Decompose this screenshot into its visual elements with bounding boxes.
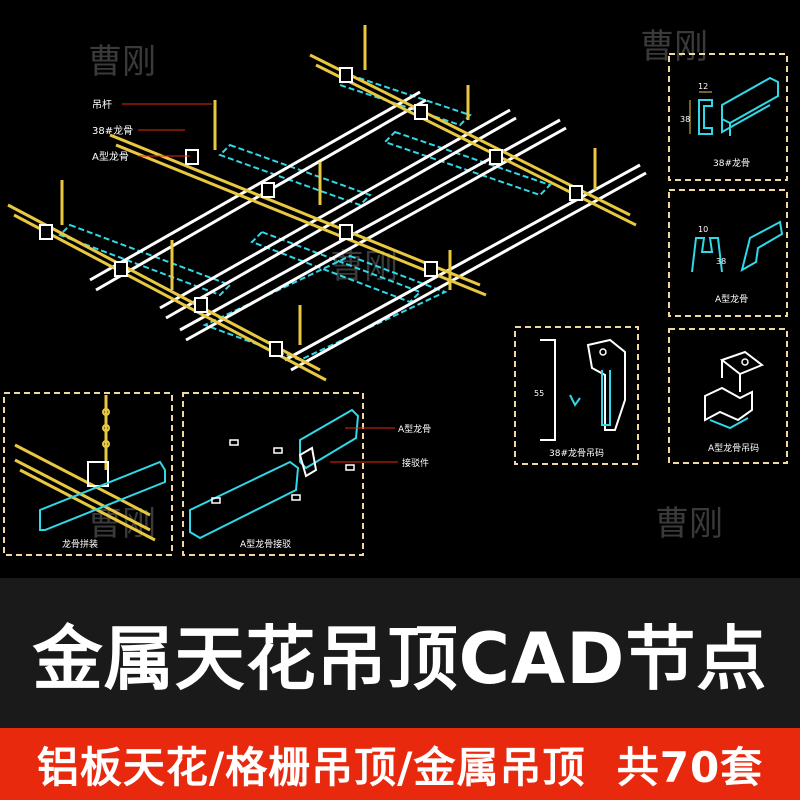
label-keel-a: A型龙骨 bbox=[398, 423, 431, 435]
detail-splice: A型龙骨 接驳件 A型龙骨接驳 bbox=[182, 392, 431, 556]
main-labels: 吊杆 38#龙骨 A型龙骨 bbox=[92, 99, 133, 163]
keel-a-iso bbox=[740, 220, 784, 273]
dim-height: 55 bbox=[534, 389, 544, 398]
main-channels bbox=[89, 90, 647, 372]
main-isometric-drawing: 吊杆 38#龙骨 A型龙骨 bbox=[7, 25, 647, 382]
detail-a-keel: 10 38 A型龙骨 bbox=[668, 189, 788, 317]
a-hanger-hole bbox=[741, 358, 749, 366]
detail-frame bbox=[182, 392, 364, 556]
splice-keel-left bbox=[189, 460, 300, 540]
detail-frame bbox=[514, 326, 639, 465]
hanger-hole bbox=[599, 348, 607, 356]
hanger-profile bbox=[540, 339, 556, 441]
dim-width: 10 bbox=[698, 225, 708, 234]
cad-drawing: 曹刚 曹刚 曹刚 曹刚 曹刚 bbox=[3, 25, 788, 556]
splice-keel-right bbox=[299, 408, 360, 470]
detail-38-hanger: 55 38#龙骨吊码 bbox=[514, 326, 639, 465]
keel-38-iso bbox=[721, 76, 779, 136]
hanger-rods bbox=[60, 25, 597, 345]
detail-assembly: 龙骨拼装 bbox=[3, 392, 173, 556]
dim-width: 12 bbox=[698, 82, 708, 91]
watermark-text: 曹刚 bbox=[88, 42, 156, 82]
banner-title: 金属天花吊顶CAD节点 bbox=[32, 617, 768, 700]
detail-caption: A型龙骨吊码 bbox=[708, 442, 759, 454]
hanger-clip-iso bbox=[586, 338, 626, 431]
watermark-text: 曹刚 bbox=[640, 27, 708, 67]
detail-caption: A型龙骨接驳 bbox=[240, 538, 291, 550]
label-connector: 接驳件 bbox=[402, 457, 429, 469]
keel-clips bbox=[39, 67, 583, 357]
detail-frame bbox=[668, 189, 788, 317]
splice-rivets bbox=[211, 439, 355, 504]
detail-38-keel: 12 38 38#龙骨 bbox=[668, 53, 788, 181]
watermark-text: 曹刚 bbox=[655, 504, 723, 544]
dimension-lines bbox=[689, 91, 712, 134]
detail-a-hanger: A型龙骨吊码 bbox=[668, 328, 788, 464]
a-type-keels bbox=[58, 73, 552, 362]
detail-frame bbox=[3, 392, 173, 556]
splice-connector bbox=[298, 446, 318, 478]
hanger-hook bbox=[569, 394, 581, 407]
hanger-clip-channel bbox=[601, 370, 611, 426]
detail-caption: A型龙骨 bbox=[715, 293, 748, 305]
detail-caption: 38#龙骨吊码 bbox=[549, 447, 604, 459]
subtitle-banner: 铝板天花/格栅吊顶/金属吊顶 共70套 bbox=[0, 728, 800, 800]
detail-caption: 龙骨拼装 bbox=[62, 538, 98, 550]
label-keel-38: 38#龙骨 bbox=[92, 124, 133, 137]
label-keel-a: A型龙骨 bbox=[92, 150, 129, 163]
dim-height: 38 bbox=[680, 115, 690, 124]
a-hanger-plate bbox=[719, 350, 764, 392]
label-hanger: 吊杆 bbox=[92, 99, 112, 111]
dim-height: 38 bbox=[716, 257, 726, 266]
a-hanger-keel bbox=[709, 417, 749, 430]
keel-38-section bbox=[698, 99, 713, 135]
assembly-nuts bbox=[102, 408, 110, 448]
leader-lines bbox=[122, 103, 212, 157]
keel-a-section bbox=[691, 237, 723, 273]
a-hanger-body bbox=[704, 386, 753, 422]
detail-caption: 38#龙骨 bbox=[713, 157, 750, 169]
title-banner: 金属天花吊顶CAD节点 bbox=[0, 578, 800, 728]
detail-frame bbox=[668, 53, 788, 181]
assembly-keel-38 bbox=[14, 443, 156, 542]
banner-subtitle: 铝板天花/格栅吊顶/金属吊顶 共70套 bbox=[36, 742, 764, 792]
detail-frame bbox=[668, 328, 788, 464]
assembly-keel-a bbox=[39, 460, 166, 531]
